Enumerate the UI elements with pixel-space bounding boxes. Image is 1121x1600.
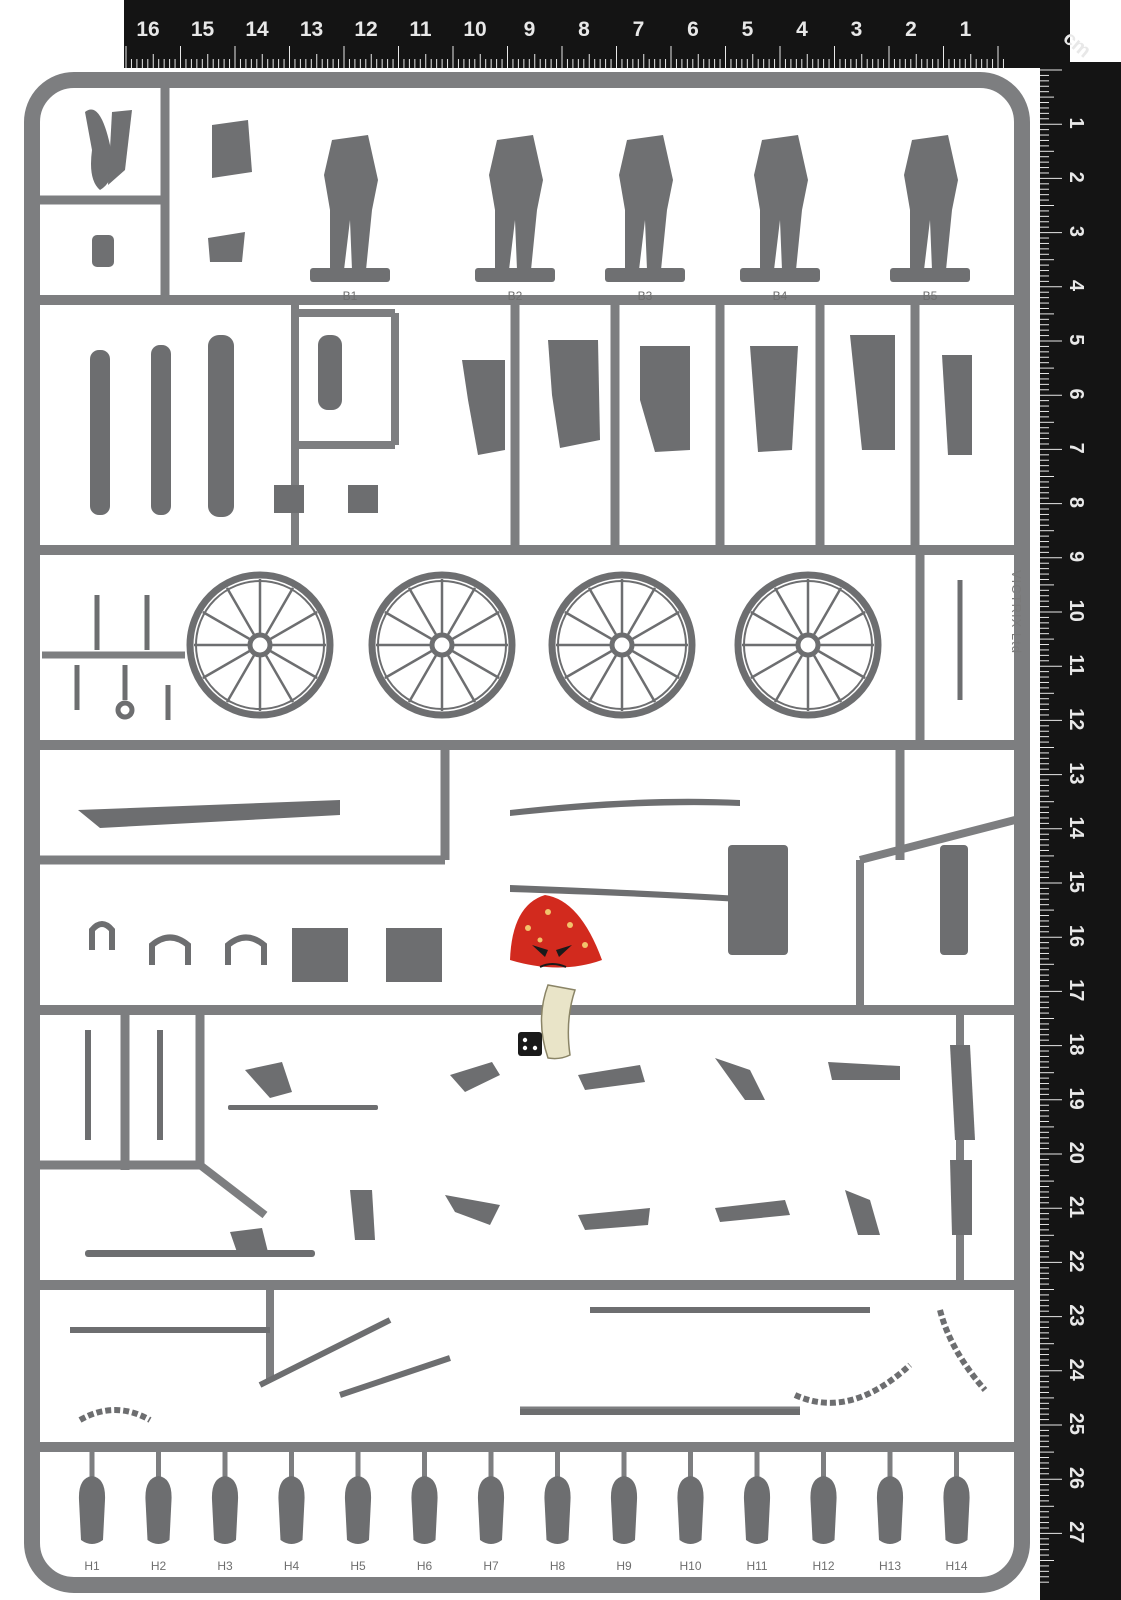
figure-label: B4 [773,289,788,303]
ruler-top-number: 1 [960,18,972,41]
ruler-right-number: 16 [1065,925,1087,947]
head-label: H11 [746,1559,767,1573]
head-label: H6 [417,1559,433,1573]
head-label: H13 [879,1559,901,1573]
head-label: H2 [151,1559,167,1573]
ruler-right-number: 9 [1065,551,1087,562]
wheel [548,571,696,719]
ruler-right-number: 15 [1065,871,1087,893]
dice-icon [518,1032,542,1056]
head-label: H9 [616,1559,632,1573]
ruler-top-number: 4 [796,18,808,41]
ruler-top-number: 2 [905,18,917,41]
ruler-right-number: 24 [1065,1358,1087,1381]
head-label: H7 [483,1559,499,1573]
ruler-right-number: 5 [1065,334,1087,345]
ruler-right-number: 8 [1065,497,1087,508]
wheels [186,571,882,719]
head-label: H12 [812,1559,834,1573]
top-left-parts [85,109,252,267]
ruler-top-number: 10 [463,18,486,41]
ruler-right-number: 22 [1065,1250,1087,1272]
ruler-top-number: 16 [136,18,159,41]
head-label: H10 [679,1559,701,1573]
sprue-frame [24,72,1030,1593]
head-label: H8 [550,1559,566,1573]
ruler-top-number: 12 [354,18,377,41]
ruler-right-number: 1 [1065,117,1087,128]
head-label: H4 [284,1559,300,1573]
figure-label: B1 [343,289,358,303]
wheel [368,571,516,719]
ruler-top-number: 7 [633,18,645,41]
wheel [186,571,334,719]
ruler-right-number: 11 [1065,654,1087,675]
wheel [734,571,882,719]
ruler-top-number: 15 [191,18,215,41]
ruler-top-number: 3 [851,18,863,41]
ruler-top-number: 9 [524,18,536,41]
ruler-top-number: 11 [409,18,432,41]
head-label: H1 [84,1559,100,1573]
ruler-right-number: 6 [1065,388,1087,399]
bucket-parts [85,921,267,1140]
ruler-right-number: 10 [1065,600,1087,622]
soldier-figures [310,135,970,282]
ruler-right-number: 18 [1065,1033,1087,1055]
ruler-right-number: 27 [1065,1521,1087,1543]
brand-mark: VICTRIX Ltd [1009,570,1024,654]
figure-label: B5 [923,289,938,303]
ruler-right-number: 12 [1065,708,1087,730]
ruler-right-number: 21 [1065,1196,1087,1218]
ruler-right: 1234567891011121314151617181920212223242… [1040,62,1121,1600]
carriage-parts [462,335,972,455]
part-labels: B1 B2 B3 B4 B5 H1 H2 H3 H4 H5 H6 H7 H8 H9 H10 H11 H12 H1… [84,289,1024,1573]
figure-label: B3 [638,289,653,303]
head-parts [78,1452,970,1544]
arm-parts [85,1045,975,1257]
ruler-right-number: 25 [1065,1413,1087,1435]
ruler-top-number: 14 [245,18,269,41]
ruler-top-number: 13 [300,18,323,41]
figure-label: B2 [508,289,523,303]
head-label: H3 [217,1559,233,1573]
ruler-top-number: 5 [742,18,754,41]
head-label: H14 [945,1559,967,1573]
trail-parts [78,798,968,982]
mushroom-mascot-icon [510,895,602,1060]
ruler-top-number: 8 [578,18,590,41]
ruler-right-number: 26 [1065,1467,1087,1489]
ruler-right-number: 20 [1065,1142,1087,1164]
rammer-parts [70,1307,988,1423]
ruler-right-number: 7 [1065,443,1087,454]
ruler-right-number: 17 [1065,979,1087,1001]
ruler-right-number: 19 [1065,1087,1087,1109]
cannon-barrels [90,335,378,517]
ruler-right-number: 23 [1065,1304,1087,1326]
head-label: H5 [350,1559,366,1573]
ruler-right-number: 3 [1065,226,1087,237]
ruler-right-number: 14 [1065,816,1087,839]
ruler-right-number: 2 [1065,172,1087,183]
small-hooks [74,580,963,720]
ruler-top-number: 6 [687,18,699,41]
ruler-right-number: 4 [1065,280,1087,292]
ruler-right-number: 13 [1065,762,1087,784]
